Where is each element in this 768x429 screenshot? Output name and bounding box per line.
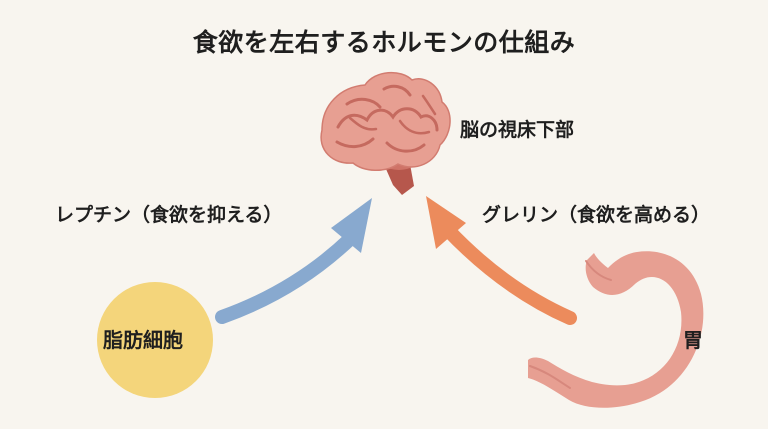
stomach-label: 胃 bbox=[683, 328, 703, 352]
leptin-arrow bbox=[215, 198, 372, 324]
brain-label: 脳の視床下部 bbox=[460, 119, 575, 141]
leptin-label: レプチン（食欲を抑える） bbox=[55, 204, 283, 226]
fat-cells-label: 脂肪細胞 bbox=[103, 328, 183, 352]
stomach-icon bbox=[528, 251, 704, 408]
brain-icon bbox=[320, 72, 451, 195]
ghrelin-arrow bbox=[426, 196, 577, 325]
page-title: 食欲を左右するホルモンの仕組み bbox=[192, 28, 576, 57]
fat-cell-circle bbox=[97, 282, 213, 398]
ghrelin-label: グレリン（食欲を高める） bbox=[482, 204, 711, 226]
